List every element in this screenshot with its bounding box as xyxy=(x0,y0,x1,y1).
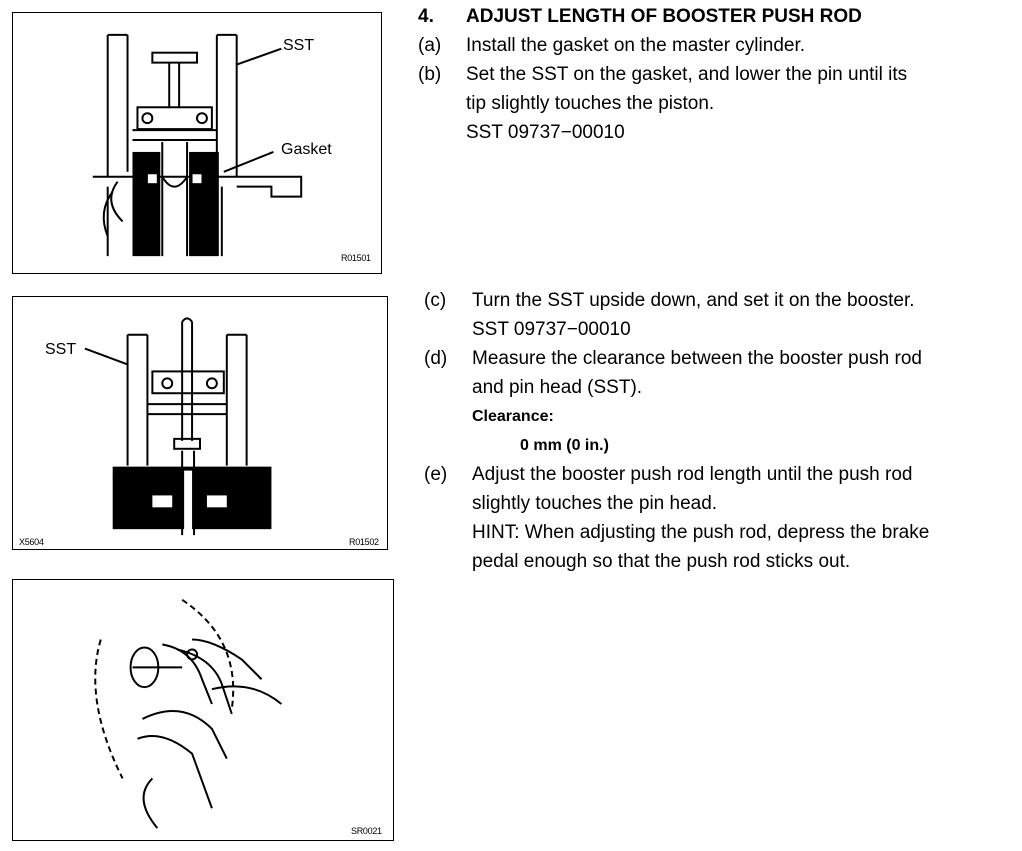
figure-pliers-adjusting: SR0021 xyxy=(12,579,394,841)
figure-code: R01501 xyxy=(341,253,371,263)
step-e-hint: HINT: When adjusting the push rod, depre… xyxy=(472,522,930,543)
step-b-line1: Set the SST on the gasket, and lower the… xyxy=(466,64,908,85)
figure-sst-on-booster: SST X5604 R01502 xyxy=(12,296,388,550)
step-d-letter: (d) xyxy=(424,348,448,369)
figure-code-left: X5604 xyxy=(19,537,44,547)
step-c-line1: Turn the SST upside down, and set it on … xyxy=(472,290,915,311)
step-a-letter: (a) xyxy=(418,35,442,56)
step-b-line2: tip slightly touches the piston. xyxy=(466,93,715,114)
step-e-line2: slightly touches the pin head. xyxy=(472,493,718,514)
label-sst: SST xyxy=(283,37,315,54)
figure-code: SR0021 xyxy=(351,826,382,836)
step-d-line1: Measure the clearance between the booste… xyxy=(472,348,922,369)
clearance-label: Clearance: xyxy=(472,408,554,425)
step-number: 4. xyxy=(418,6,434,27)
figure-code: R01502 xyxy=(349,537,379,547)
label-gasket: Gasket xyxy=(281,141,332,158)
step-4-section: 4. ADJUST LENGTH OF BOOSTER PUSH ROD (a)… xyxy=(418,2,1018,147)
sst-booster-illustration xyxy=(84,317,272,536)
label-sst: SST xyxy=(45,341,77,358)
step-a-text: Install the gasket on the master cylinde… xyxy=(466,35,806,56)
step-e-line1: Adjust the booster push rod length until… xyxy=(472,464,913,485)
sst-gasket-illustration xyxy=(92,33,303,257)
step-c-letter: (c) xyxy=(424,290,447,311)
step-title: ADJUST LENGTH OF BOOSTER PUSH ROD xyxy=(466,6,862,27)
clearance-value: 0 mm (0 in.) xyxy=(520,437,609,454)
step-b-letter: (b) xyxy=(418,64,442,85)
step-c-sst: SST 09737−00010 xyxy=(472,319,631,340)
pliers-illustration xyxy=(94,599,283,829)
step-d-line2: and pin head (SST). xyxy=(472,377,643,398)
steps-c-d-e-section: (c) Turn the SST upside down, and set it… xyxy=(424,286,1020,576)
figure-sst-on-gasket: SST Gasket R01501 xyxy=(12,12,382,274)
step-b-sst: SST 09737−00010 xyxy=(466,122,625,143)
step-e-letter: (e) xyxy=(424,464,448,485)
step-e-hint-cont: pedal enough so that the push rod sticks… xyxy=(472,551,851,572)
